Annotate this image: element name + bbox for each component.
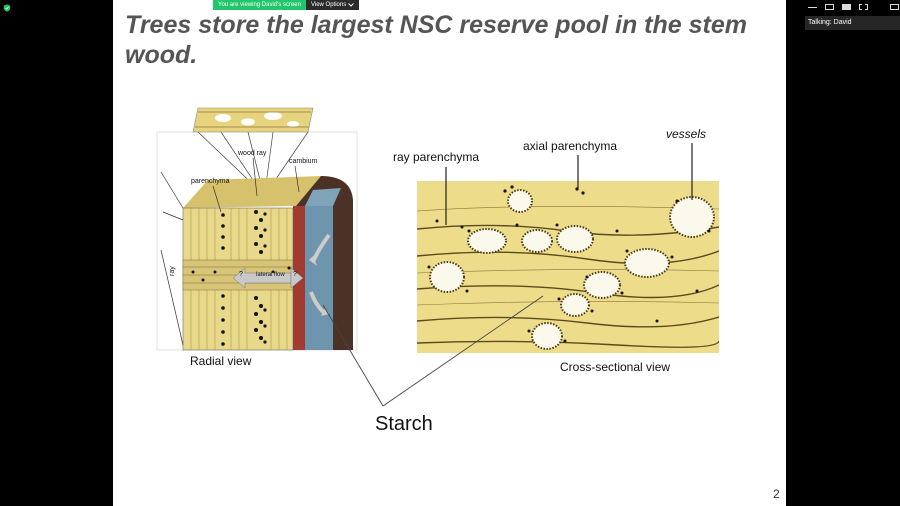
minimize-icon[interactable] <box>808 6 817 8</box>
view-options-label: View Options <box>311 0 346 10</box>
label-starch: Starch <box>375 413 433 436</box>
security-shield-icon <box>3 4 11 12</box>
speaker-view-icon[interactable] <box>825 4 834 10</box>
view-options-button[interactable]: View Options <box>306 0 359 10</box>
share-banner: You are viewing David's screen <box>213 0 306 10</box>
annotation-leader-lines <box>113 0 786 506</box>
chevron-down-icon <box>348 3 354 7</box>
thumbnail-view-icon[interactable] <box>842 4 851 10</box>
slide-page-number: 2 <box>773 487 780 501</box>
label-ray-parenchyma: ray parenchyma <box>393 150 479 164</box>
side-by-side-icon[interactable] <box>890 4 899 10</box>
view-layout-controls <box>808 4 899 10</box>
presentation-slide: Trees store the largest NSC reserve pool… <box>113 0 786 506</box>
label-vessels: vessels <box>666 127 706 141</box>
caption-cross-sectional-view: Cross-sectional view <box>560 360 670 374</box>
talking-indicator: Talking: David <box>805 16 900 30</box>
label-axial-parenchyma: axial parenchyma <box>523 139 617 153</box>
participant-panel: Talking: David <box>786 0 900 506</box>
gallery-view-icon[interactable] <box>859 4 868 10</box>
screen-share-bar: You are viewing David's screen View Opti… <box>213 0 359 10</box>
